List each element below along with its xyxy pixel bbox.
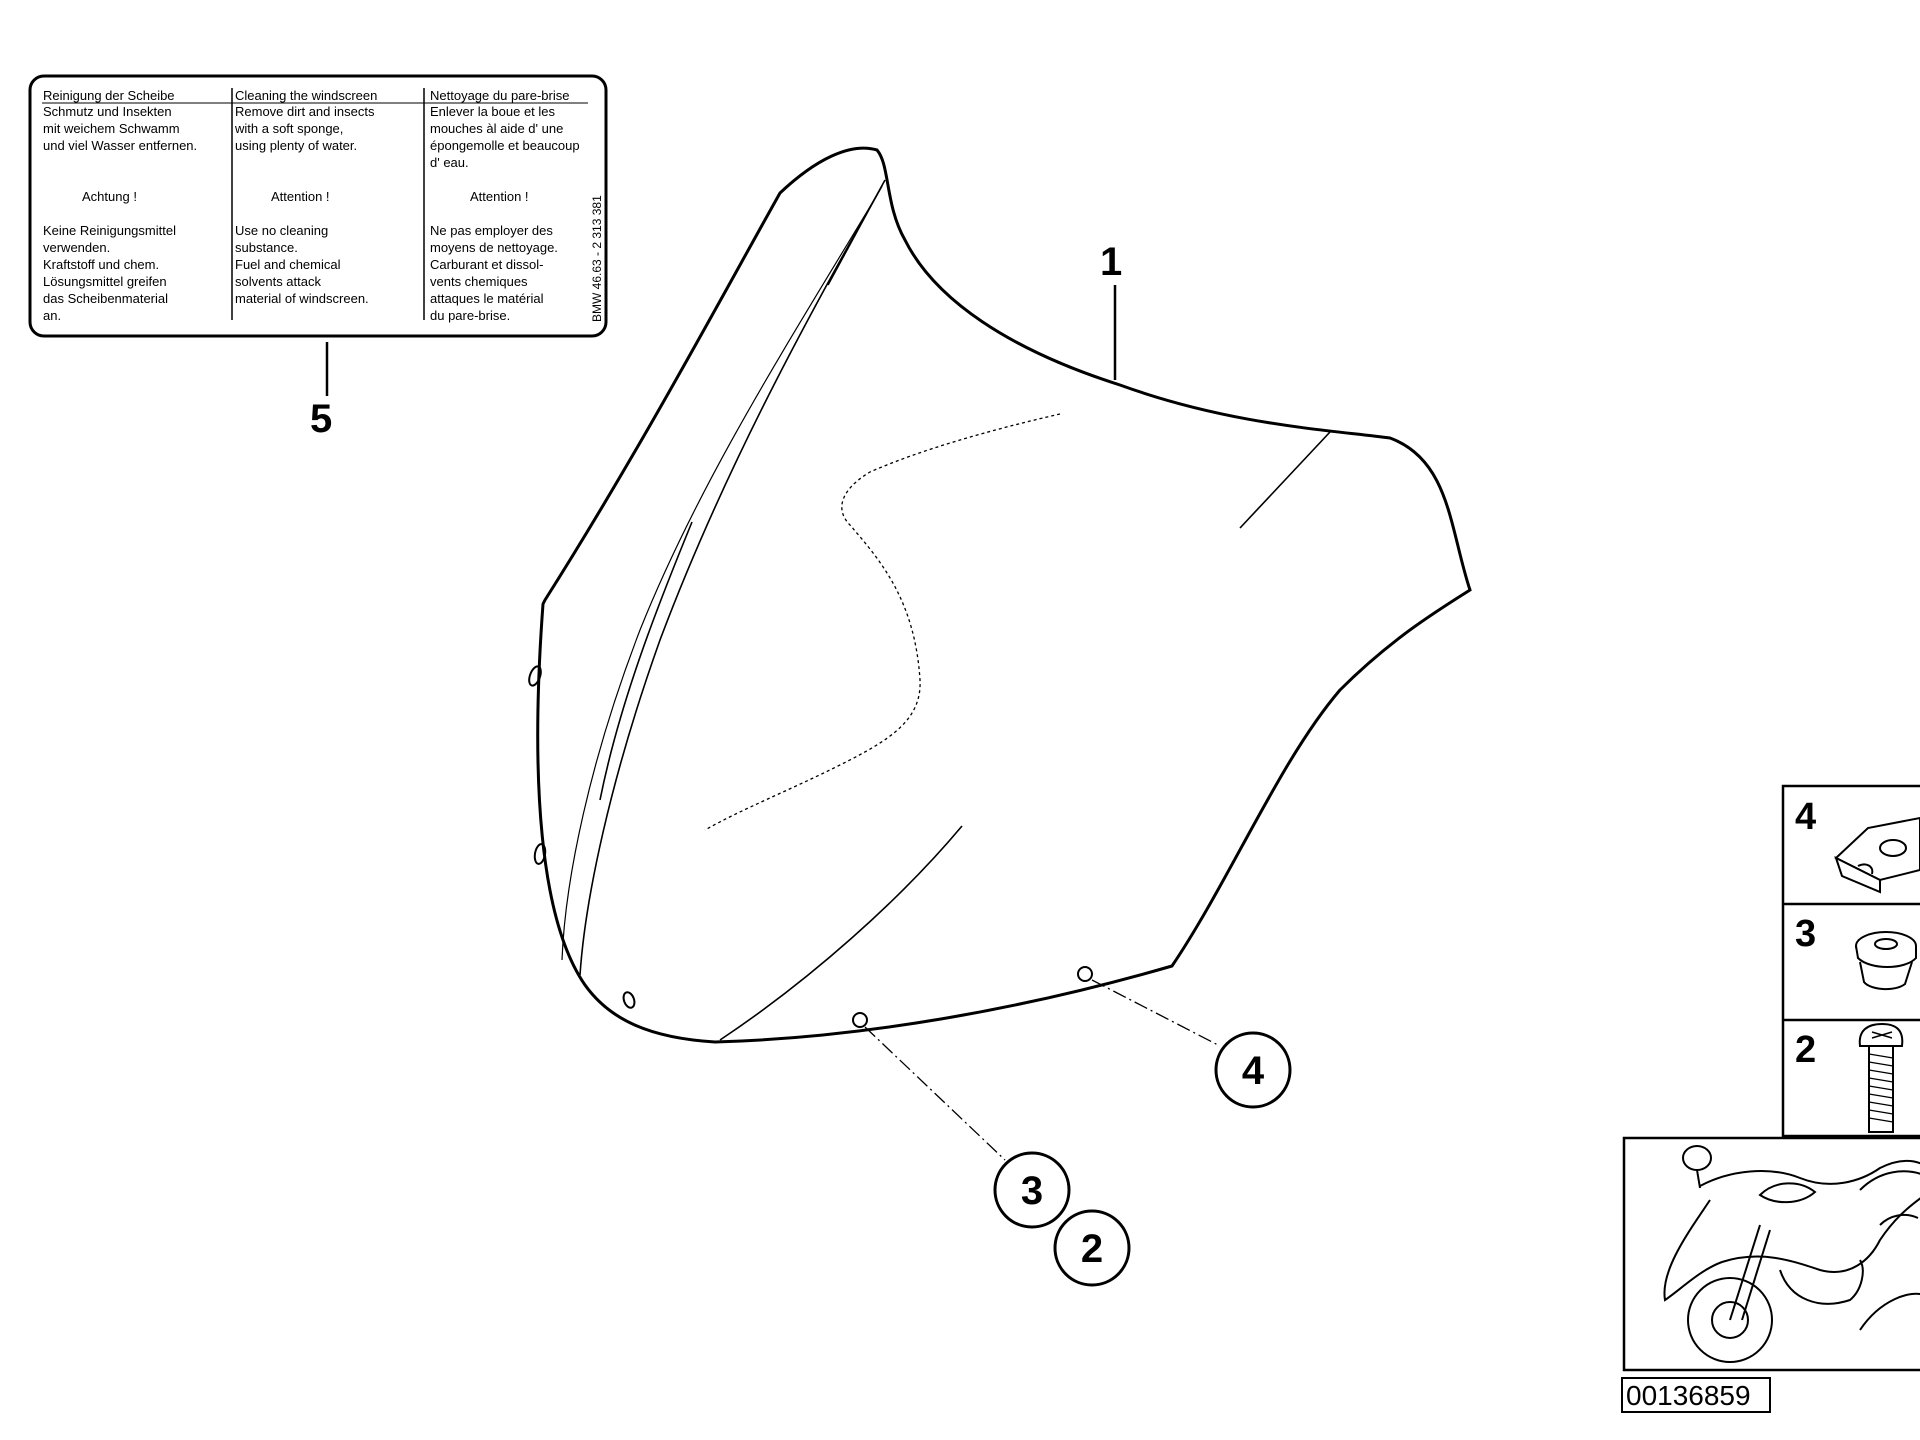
callout-circle-4: 4	[1214, 1031, 1292, 1109]
label-col3-line: épongemolle et beaucoup	[430, 138, 580, 153]
label-col1-line: und viel Wasser entfernen.	[43, 138, 197, 153]
panel-number-2: 2	[1795, 1029, 1816, 1071]
label-col3-warning: vents chemiques	[430, 274, 528, 289]
label-col3-line: d' eau.	[430, 155, 469, 170]
label-col3-warning: Ne pas employer des	[430, 223, 553, 238]
label-col1-attention: Achtung !	[82, 189, 137, 204]
label-col2-line: with a soft sponge,	[234, 121, 343, 136]
label-col1-warning: das Scheibenmaterial	[43, 291, 168, 306]
parts-panel: 4 3 2	[1781, 784, 1920, 1138]
label-col1-warning: verwenden.	[43, 240, 110, 255]
leader-line-4	[1091, 979, 1219, 1046]
panel-number-4: 4	[1795, 796, 1816, 838]
motorcycle-thumbnail-icon	[1622, 1136, 1920, 1372]
drawing-number: 00136859	[1626, 1380, 1751, 1411]
label-col3-line: Enlever la boue et les	[430, 104, 556, 119]
drawing-number-box: 00136859	[1621, 1377, 1771, 1413]
label-col3-warning: attaques le matérial	[430, 291, 544, 306]
callout-4: 4	[1242, 1049, 1265, 1093]
label-col2-warning: Use no cleaning	[235, 223, 328, 238]
label-col1-line: Schmutz und Insekten	[43, 104, 172, 119]
label-part-code: BMW 46.63 - 2 313 381	[590, 195, 604, 322]
label-col1-line: mit weichem Schwamm	[43, 121, 180, 136]
grommet-icon	[1855, 931, 1917, 990]
callout-circle-3: 3	[993, 1151, 1071, 1229]
clip-nut-icon	[1834, 816, 1920, 894]
label-col1-heading: Reinigung der Scheibe	[43, 88, 175, 103]
label-col1-warning: Lösungsmittel greifen	[43, 274, 167, 289]
label-col3-line: mouches àl aide d' une	[430, 121, 563, 136]
label-col2-warning: solvents attack	[235, 274, 321, 289]
label-col3-warning: Carburant et dissol-	[430, 257, 543, 272]
windscreen-part	[528, 146, 1472, 1044]
screw-icon	[1858, 1022, 1904, 1133]
label-col2-warning: substance.	[235, 240, 298, 255]
label-col1-warning: an.	[43, 308, 61, 323]
label-col2-heading: Cleaning the windscreen	[235, 88, 377, 103]
label-col3-attention: Attention !	[470, 189, 529, 204]
label-col2-warning: Fuel and chemical	[235, 257, 341, 272]
cleaning-label-sticker: Reinigung der Scheibe Schmutz und Insekt…	[28, 74, 608, 338]
leader-line-3	[864, 1026, 1006, 1161]
callout-3: 3	[1021, 1169, 1043, 1213]
callout-2: 2	[1081, 1227, 1103, 1271]
callout-circle-2: 2	[1053, 1209, 1131, 1287]
label-col2-attention: Attention !	[271, 189, 330, 204]
label-col3-heading: Nettoyage du pare-brise	[430, 88, 569, 103]
label-col1-warning: Kraftstoff und chem.	[43, 257, 159, 272]
label-col3-warning: du pare-brise.	[430, 308, 510, 323]
label-col3-warning: moyens de nettoyage.	[430, 240, 558, 255]
panel-number-3: 3	[1795, 913, 1816, 955]
callout-1: 1	[1100, 240, 1122, 284]
label-col2-warning: material of windscreen.	[235, 291, 369, 306]
callout-5: 5	[310, 397, 332, 441]
label-col2-line: Remove dirt and insects	[235, 104, 375, 119]
label-col1-warning: Keine Reinigungsmittel	[43, 223, 176, 238]
label-col2-line: using plenty of water.	[235, 138, 357, 153]
